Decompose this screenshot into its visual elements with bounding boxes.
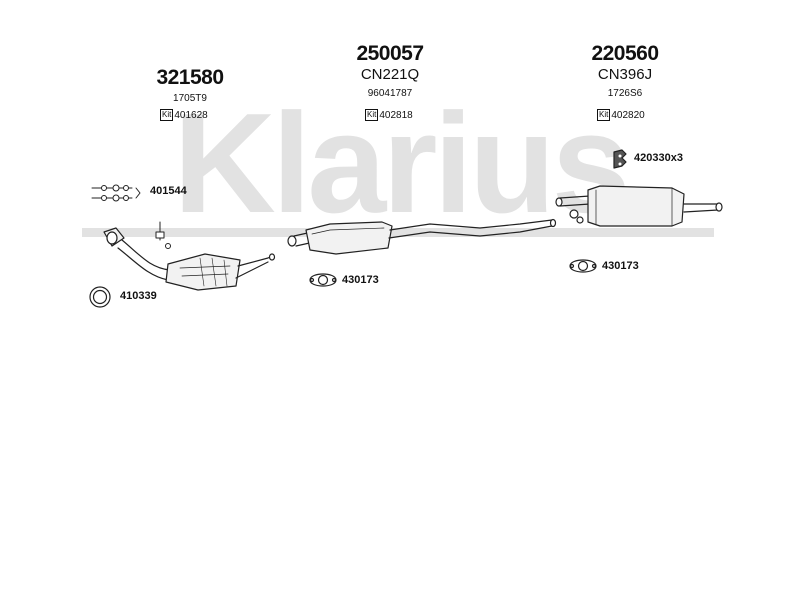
group-main-number: 250057 [356,42,424,65]
group-main-number: 220560 [591,42,659,65]
part-number-clamp-set: 401544 [150,185,187,197]
flange-gasket-icon [569,259,597,273]
kit-icon: Kit [597,109,611,121]
clamp-icon [91,184,141,202]
group-middle-silencer: 250057 CN221Q 96041787 [330,42,450,99]
group-sub-code: 96041787 [367,88,413,99]
watermark-underline [82,228,714,237]
kit-number: 402820 [611,109,645,121]
kit-number: 402818 [379,109,413,121]
group-sub-code: 1726S6 [607,88,643,99]
kit-label-catalyst: Kit 401628 [160,109,208,121]
group-sub-code: 1705T9 [173,93,207,104]
kit-label-middle: Kit 402818 [365,109,413,121]
kit-number: 401628 [174,109,208,121]
flange-gasket-icon [309,273,337,287]
kit-icon: Kit [160,109,174,121]
rubber-mount-icon [613,149,627,169]
group-oe-code: CN221Q [360,66,420,83]
part-number-gasket-middle: 430173 [342,274,379,286]
rear-silencer-icon [555,185,723,227]
catalytic-converter-icon [103,227,276,291]
group-catalyst: 321580 1705T9 [130,66,250,104]
ring-gasket-icon [89,286,111,308]
part-number-rubber-mount: 420330x3 [634,152,683,164]
group-oe-code: CN396J [597,66,653,83]
part-number-ring-gasket: 410339 [120,290,157,302]
stud-bolt-icon [155,221,171,249]
watermark-text: Klarius [173,84,626,243]
group-rear-silencer: 220560 CN396J 1726S6 [565,42,685,99]
kit-label-rear: Kit 402820 [597,109,645,121]
kit-icon: Kit [365,109,379,121]
group-main-number: 321580 [156,66,224,89]
part-number-gasket-rear: 430173 [602,260,639,272]
middle-silencer-icon [287,218,557,255]
